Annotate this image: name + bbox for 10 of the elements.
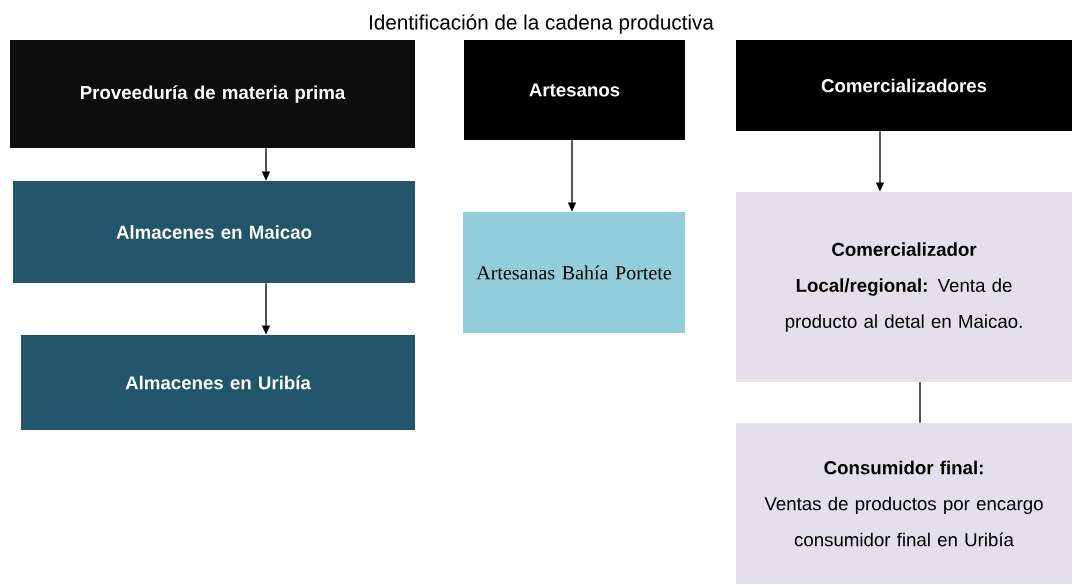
process-box: Almacenes en Maicao (13, 181, 415, 283)
header-box: Comercializadores (736, 40, 1072, 131)
process-box: Artesanas Bahía Portete (463, 212, 685, 333)
text-box: Comercializador Local/regional: Venta de producto al detal en Maicao. (736, 192, 1072, 382)
connector-line (919, 381, 921, 424)
text-box: Consumidor final: Ventas de productos por encargo consumidor final en Uribía (736, 423, 1072, 584)
header-box: Proveeduría de materia prima (10, 40, 415, 148)
process-box: Almacenes en Uribía (21, 335, 415, 430)
header-box: Artesanos (464, 40, 685, 140)
title: Identificación de la cadena productiva (370, 14, 714, 34)
